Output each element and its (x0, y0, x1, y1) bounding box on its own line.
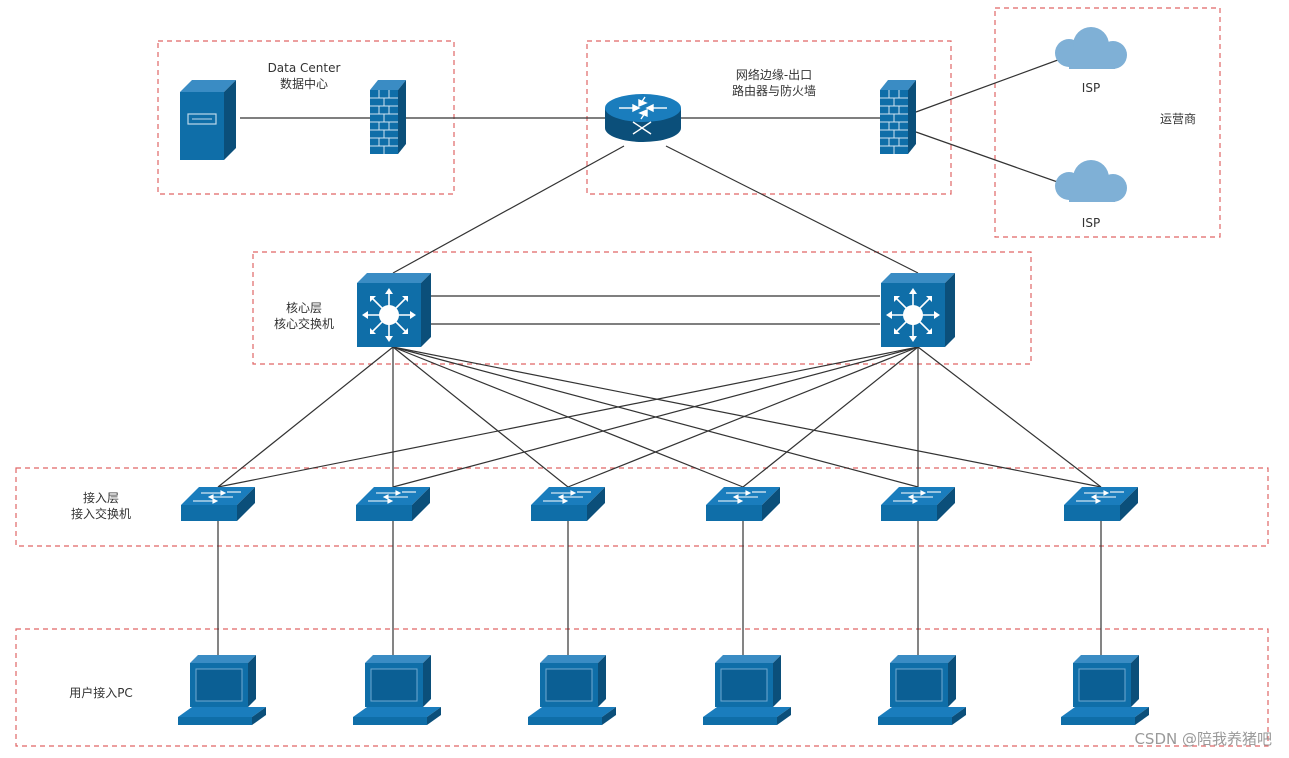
cloud-icon[interactable] (1055, 160, 1127, 202)
pc-icon[interactable] (1060, 654, 1150, 726)
data-center-title: Data Center (268, 61, 341, 75)
firewall-icon[interactable] (879, 79, 917, 155)
access-zone (15, 467, 1269, 547)
access-title: 接入层 (83, 490, 119, 505)
isp-top-label: ISP (1082, 81, 1100, 95)
core-switch-icon[interactable] (880, 272, 956, 348)
access-switch-icon[interactable] (530, 486, 606, 522)
pc-icon[interactable] (877, 654, 967, 726)
link-core2-access3 (567, 346, 919, 488)
core-switch-icon[interactable] (356, 272, 432, 348)
access-switch-icon[interactable] (1063, 486, 1139, 522)
edge-subtitle: 路由器与防火墙 (732, 83, 816, 98)
access-pc-links (217, 521, 1102, 655)
pc-icon[interactable] (702, 654, 792, 726)
link-firewall-isp-top (915, 56, 1067, 113)
link-router-core-right (665, 145, 919, 274)
link-firewall-isp-bottom (915, 131, 1067, 186)
link-core2-access6 (917, 346, 1102, 488)
core-subtitle: 核心交换机 (274, 316, 334, 331)
users-title: 用户接入PC (69, 685, 133, 700)
access-subtitle: 接入交换机 (71, 506, 131, 521)
pc-icon[interactable] (352, 654, 442, 726)
link-core1-access6 (392, 346, 1102, 488)
carrier-zone (994, 7, 1221, 238)
carrier-title: 运营商 (1160, 111, 1196, 126)
link-core1-access1 (217, 346, 394, 488)
access-switch-icon[interactable] (880, 486, 956, 522)
link-core2-access4 (742, 346, 919, 488)
link-router-core-left (392, 145, 625, 274)
watermark: CSDN @陪我养猪吧 (1134, 730, 1272, 748)
connection-lines (240, 56, 1067, 325)
access-switch-icon[interactable] (355, 486, 431, 522)
pc-group (177, 654, 1150, 726)
core-title: 核心层 (286, 301, 322, 315)
edge-title: 网络边缘-出口 (736, 67, 812, 82)
pc-icon[interactable] (527, 654, 617, 726)
access-switch-icon[interactable] (705, 486, 781, 522)
data-center-subtitle: 数据中心 (280, 76, 328, 91)
core-zone (252, 251, 1032, 365)
link-core1-access4 (392, 346, 744, 488)
access-switch-group (180, 486, 1139, 522)
router-icon[interactable] (604, 93, 682, 143)
firewall-icon[interactable] (369, 79, 407, 155)
access-switch-icon[interactable] (180, 486, 256, 522)
isp-bottom-label: ISP (1082, 216, 1100, 230)
link-core1-access3 (392, 346, 569, 488)
server-icon[interactable] (179, 79, 237, 161)
link-core1-access5 (392, 346, 919, 488)
pc-icon[interactable] (177, 654, 267, 726)
core-access-links (217, 346, 1102, 488)
users-zone (15, 628, 1269, 747)
cloud-icon[interactable] (1055, 27, 1127, 69)
